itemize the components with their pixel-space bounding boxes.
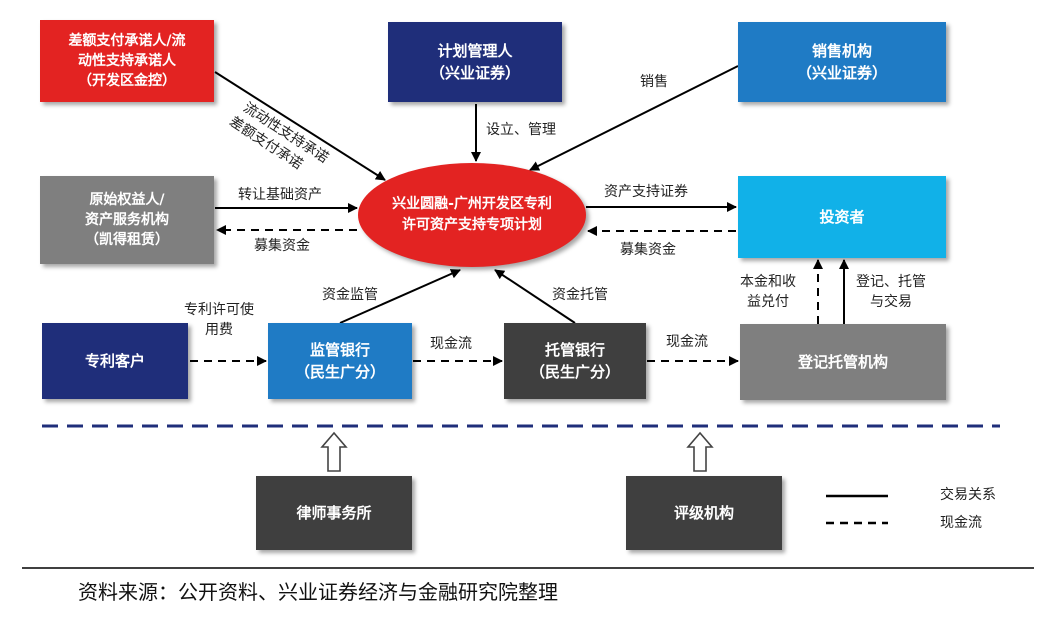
label-principal-income: 本金和收 益兑付 [740, 274, 796, 310]
node-custodian-bank: 托管银行 （民生广分） [504, 323, 646, 399]
node-rating-agency: 评级机构 [626, 476, 782, 550]
rating-up-arrow [686, 431, 714, 472]
label-fund-custody: 资金托管 [552, 287, 608, 303]
edge-sales-center [529, 65, 739, 171]
label-cash-flow-1: 现金流 [430, 336, 472, 352]
legend-dashed-label: 现金流 [940, 515, 982, 531]
label-raise-funds-right: 募集资金 [620, 242, 676, 258]
label-license-fee: 专利许可使 用费 [184, 302, 254, 338]
label-setup-manage: 设立、管理 [486, 122, 556, 138]
node-center-plan: 兴业圆融-广州开发区专利 许可资产支持专项计划 [358, 163, 586, 267]
node-registry: 登记托管机构 [740, 324, 946, 400]
label-fund-supervision: 资金监管 [322, 287, 378, 303]
node-investor: 投资者 [738, 176, 946, 258]
node-law-firm: 律师事务所 [256, 476, 412, 550]
node-supervisory-bank: 监管银行 （民生广分） [268, 323, 412, 399]
node-guarantor: 差额支付承诺人/流 动性支持承诺人 （开发区金控） [40, 20, 214, 102]
label-register-custody: 登记、托管 与交易 [856, 274, 926, 310]
node-originator: 原始权益人/ 资产服务机构 （凯得租赁） [40, 176, 214, 264]
edge-supervisory-center [339, 269, 461, 324]
node-patent-client: 专利客户 [42, 323, 188, 399]
edge-custodian-center [494, 269, 576, 324]
node-plan-manager: 计划管理人 （兴业证券） [388, 22, 562, 102]
label-transfer-assets: 转让基础资产 [238, 187, 322, 203]
label-cash-flow-2: 现金流 [666, 334, 708, 350]
label-abs: 资产支持证券 [604, 184, 688, 200]
label-raise-funds-left: 募集资金 [254, 238, 310, 254]
source-note: 资料来源：公开资料、兴业证券经济与金融研究院整理 [78, 580, 558, 604]
node-sales-agency: 销售机构 （兴业证券） [738, 22, 946, 102]
label-sales: 销售 [640, 74, 668, 90]
legend-solid-label: 交易关系 [940, 487, 996, 503]
law-firm-up-arrow [320, 431, 348, 472]
edge-guarantor-center [214, 71, 386, 181]
